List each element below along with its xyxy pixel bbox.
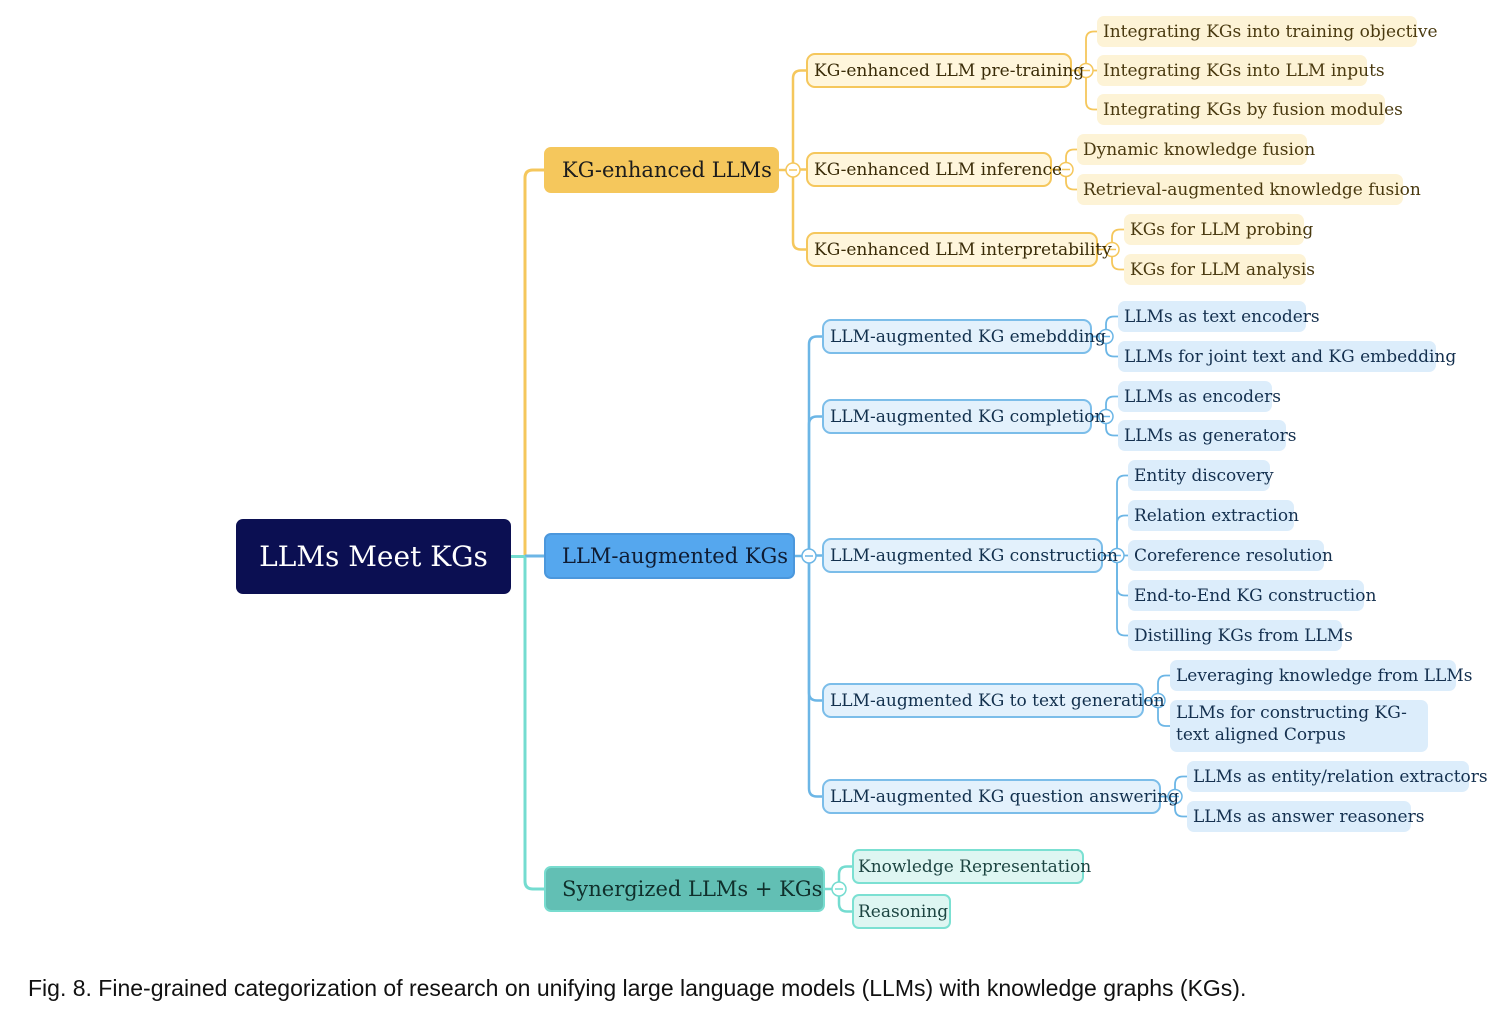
sub-llm-augmented-kg-completion: LLM-augmented KG completion: [822, 399, 1105, 434]
connector: [837, 865, 852, 889]
leaf-llms-as-text-encoders: LLMs as text encoders: [1118, 301, 1320, 332]
connector: [791, 69, 806, 170]
leaf-relation-extraction: Relation extraction: [1128, 500, 1299, 531]
connector: [1105, 395, 1118, 417]
category-synergized-llms-kgs: Synergized LLMs + KGs: [544, 866, 825, 912]
leaf-entity-discovery: Entity discovery: [1128, 460, 1274, 491]
sub-llm-augmented-kg-qa: LLM-augmented KG question answering: [822, 779, 1179, 814]
sub-kg-enhanced-llm-inference: KG-enhanced LLM inference: [806, 152, 1062, 187]
connector: [1085, 30, 1097, 71]
sub-llm-augmented-kg-to-text: LLM-augmented KG to text generation: [822, 683, 1165, 718]
sub-kg-enhanced-llm-interpretability: KG-enhanced LLM interpretability: [806, 232, 1112, 267]
connector: [1174, 796, 1187, 818]
connector: [1085, 70, 1097, 111]
leaf-coreference-resolution: Coreference resolution: [1128, 540, 1333, 571]
connector: [807, 335, 822, 556]
connector: [1105, 336, 1118, 358]
leaf-leveraging-knowledge-from-llms: Leveraging knowledge from LLMs: [1170, 660, 1472, 691]
category-kg-enhanced-llms: KG-enhanced LLMs: [544, 147, 779, 193]
leaf-llms-constructing-kg-text-corpus: LLMs for constructing KG-text aligned Co…: [1170, 700, 1428, 752]
root-node: LLMs Meet KGs: [236, 519, 511, 594]
connector: [523, 556, 544, 891]
connector: [1065, 148, 1077, 170]
figure-caption: Fig. 8. Fine-grained categorization of r…: [28, 975, 1247, 1001]
connector: [1174, 775, 1187, 797]
connector: [807, 415, 822, 556]
connector: [1111, 228, 1124, 250]
leaf-knowledge-representation: Knowledge Representation: [852, 849, 1091, 884]
connector: [791, 170, 806, 251]
connector: [1116, 474, 1128, 556]
category-llm-augmented-kgs: LLM-augmented KGs: [544, 533, 795, 579]
connector: [1105, 416, 1118, 437]
leaf-end-to-end-kg-construction: End-to-End KG construction: [1128, 580, 1376, 611]
leaf-retrieval-augmented-knowledge-fusion: Retrieval-augmented knowledge fusion: [1077, 174, 1421, 205]
connector: [807, 556, 822, 702]
sub-llm-augmented-kg-construction: LLM-augmented KG construction: [822, 538, 1118, 573]
sub-llm-augmented-kg-embedding: LLM-augmented KG emebdding: [822, 319, 1106, 354]
leaf-kgs-for-llm-probing: KGs for LLM probing: [1124, 214, 1313, 245]
leaf-kgs-for-llm-analysis: KGs for LLM analysis: [1124, 254, 1315, 285]
sub-kg-enhanced-llm-pretraining: KG-enhanced LLM pre-training: [806, 53, 1084, 88]
connector: [1116, 514, 1128, 556]
connector: [1157, 700, 1170, 727]
leaf-llms-entity-relation-extractors: LLMs as entity/relation extractors: [1187, 761, 1488, 792]
connector: [1105, 315, 1118, 337]
leaf-llms-as-generators: LLMs as generators: [1118, 420, 1297, 451]
leaf-integrating-kgs-llm-inputs: Integrating KGs into LLM inputs: [1097, 55, 1385, 86]
connector: [523, 168, 544, 557]
leaf-integrating-kgs-training-objective: Integrating KGs into training objective: [1097, 16, 1438, 47]
connector: [1065, 169, 1077, 191]
connector: [1116, 555, 1128, 637]
connector: [1111, 249, 1124, 271]
connector: [837, 889, 852, 913]
leaf-llms-joint-text-kg-embedding: LLMs for joint text and KG embedding: [1118, 341, 1456, 372]
leaf-dynamic-knowledge-fusion: Dynamic knowledge fusion: [1077, 134, 1315, 165]
leaf-integrating-kgs-fusion-modules: Integrating KGs by fusion modules: [1097, 94, 1403, 125]
leaf-llms-as-encoders: LLMs as encoders: [1118, 381, 1281, 412]
leaf-llms-as-answer-reasoners: LLMs as answer reasoners: [1187, 801, 1424, 832]
connector: [1157, 674, 1170, 701]
connector: [807, 556, 822, 798]
leaf-reasoning: Reasoning: [852, 894, 951, 929]
leaf-distilling-kgs-from-llms: Distilling KGs from LLMs: [1128, 620, 1353, 651]
